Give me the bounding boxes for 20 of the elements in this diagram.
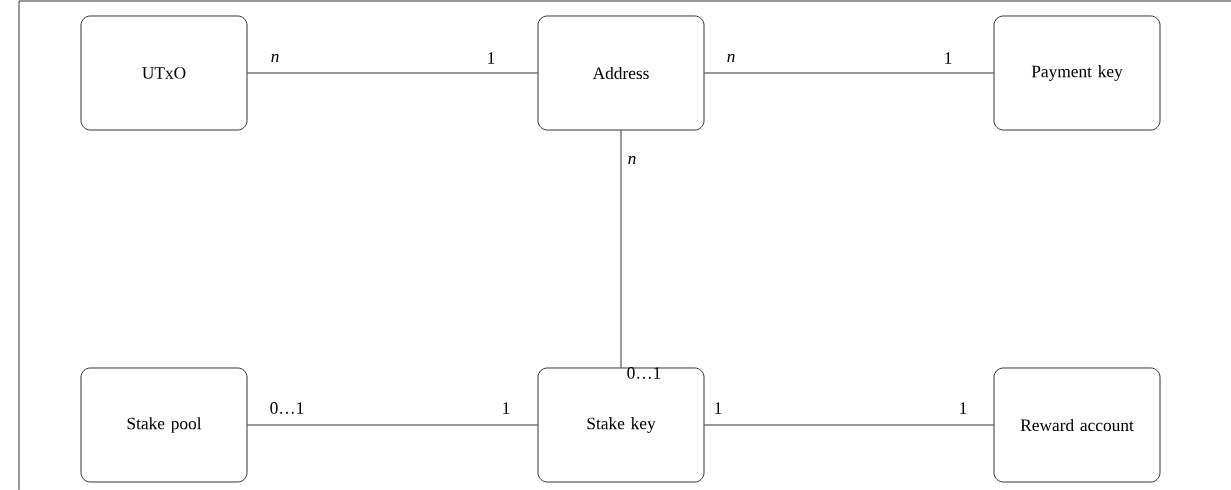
connector-line bbox=[247, 72, 538, 74]
entity-box: Reward account bbox=[993, 367, 1161, 483]
connector-line bbox=[247, 424, 538, 426]
multiplicity-label: n bbox=[727, 53, 735, 63]
multiplicity-label: 0…1 bbox=[627, 367, 661, 379]
multiplicity-label: 0…1 bbox=[270, 402, 304, 414]
multiplicity-label: n bbox=[628, 155, 636, 165]
entity-box: Payment key bbox=[993, 15, 1161, 131]
multiplicity-label: 1 bbox=[503, 402, 510, 414]
multiplicity-label: 1 bbox=[945, 52, 952, 64]
entity-box: UTxO bbox=[80, 15, 248, 131]
multiplicity-label: 1 bbox=[960, 402, 967, 414]
connector-line bbox=[704, 72, 994, 74]
connector-line bbox=[704, 424, 994, 426]
multiplicity-label: n bbox=[271, 53, 279, 63]
entity-box: Address bbox=[537, 15, 705, 131]
entity-box: Stake pool bbox=[80, 367, 248, 483]
multiplicity-label: 1 bbox=[715, 402, 722, 414]
multiplicity-label: 1 bbox=[488, 52, 495, 64]
connector-line bbox=[620, 130, 622, 368]
